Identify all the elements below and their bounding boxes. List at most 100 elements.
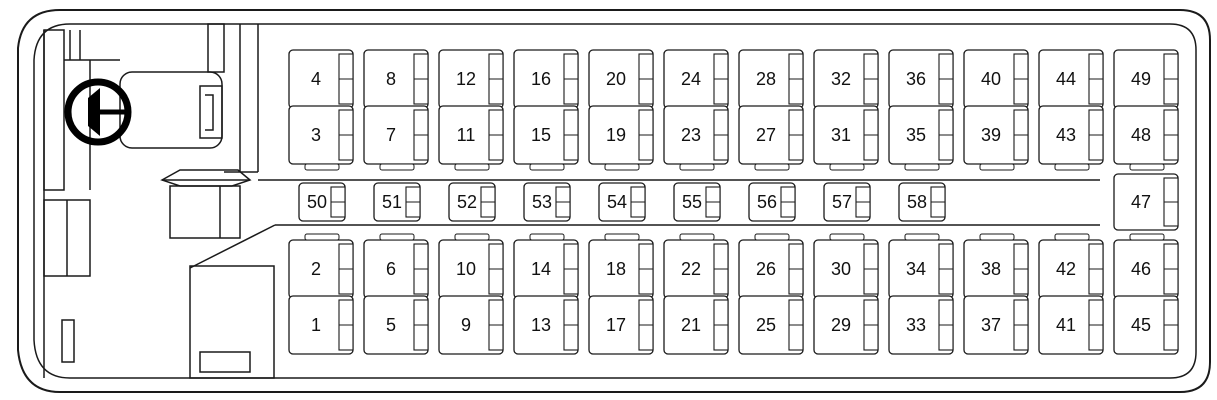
seat[interactable]: 37 — [963, 295, 1029, 355]
seat-armrest — [604, 233, 640, 241]
seat-number: 13 — [531, 315, 551, 335]
seat[interactable]: 22 — [663, 233, 729, 299]
seat[interactable]: 57 — [823, 182, 871, 222]
seat[interactable]: 34 — [888, 233, 954, 299]
seat-number: 40 — [981, 69, 1001, 89]
seat[interactable]: 54 — [598, 182, 646, 222]
seat[interactable]: 30 — [813, 233, 879, 299]
seat[interactable]: 1 — [288, 295, 354, 355]
seat[interactable]: 12 — [438, 49, 504, 109]
seat-armrest — [454, 163, 490, 171]
seat-number: 15 — [531, 125, 551, 145]
seat[interactable]: 15 — [513, 105, 579, 171]
seat-armrest — [304, 233, 340, 241]
seat[interactable]: 36 — [888, 49, 954, 109]
seat[interactable]: 31 — [813, 105, 879, 171]
seat-armrest — [529, 233, 565, 241]
seat-armrest — [754, 233, 790, 241]
seat-armrest — [379, 233, 415, 241]
seat-number: 29 — [831, 315, 851, 335]
seat[interactable]: 14 — [513, 233, 579, 299]
seat[interactable]: 9 — [438, 295, 504, 355]
seat[interactable]: 11 — [438, 105, 504, 171]
seat[interactable]: 42 — [1038, 233, 1104, 299]
seat[interactable]: 55 — [673, 182, 721, 222]
seat-number: 28 — [756, 69, 776, 89]
seat[interactable]: 53 — [523, 182, 571, 222]
seat[interactable]: 18 — [588, 233, 654, 299]
seat-number: 4 — [311, 69, 321, 89]
seat[interactable]: 56 — [748, 182, 796, 222]
seat[interactable]: 50 — [298, 182, 346, 222]
seat[interactable]: 6 — [363, 233, 429, 299]
seat-number: 36 — [906, 69, 926, 89]
seat-armrest — [1054, 233, 1090, 241]
seat[interactable]: 52 — [448, 182, 496, 222]
seat[interactable]: 44 — [1038, 49, 1104, 109]
seat-number: 21 — [681, 315, 701, 335]
seat[interactable]: 40 — [963, 49, 1029, 109]
seat[interactable]: 43 — [1038, 105, 1104, 171]
seat-number: 9 — [461, 315, 471, 335]
seat[interactable]: 7 — [363, 105, 429, 171]
seat-armrest — [829, 233, 865, 241]
seat[interactable]: 17 — [588, 295, 654, 355]
seat[interactable]: 28 — [738, 49, 804, 109]
seat[interactable]: 23 — [663, 105, 729, 171]
seat-armrest — [304, 163, 340, 171]
seat-number: 26 — [756, 259, 776, 279]
seat[interactable]: 21 — [663, 295, 729, 355]
seat-number: 24 — [681, 69, 701, 89]
seat-armrest — [754, 163, 790, 171]
seat-armrest — [679, 163, 715, 171]
seat[interactable]: 46 — [1113, 233, 1179, 299]
seat[interactable]: 16 — [513, 49, 579, 109]
seat[interactable]: 3 — [288, 105, 354, 171]
seat-number: 39 — [981, 125, 1001, 145]
seat-armrest — [979, 233, 1015, 241]
seat-armrest — [904, 163, 940, 171]
seat[interactable]: 51 — [373, 182, 421, 222]
seat-number: 3 — [311, 125, 321, 145]
seat-number: 31 — [831, 125, 851, 145]
seat[interactable]: 32 — [813, 49, 879, 109]
seat[interactable]: 48 — [1113, 105, 1179, 171]
seat[interactable]: 33 — [888, 295, 954, 355]
seat[interactable]: 8 — [363, 49, 429, 109]
seat[interactable]: 2 — [288, 233, 354, 299]
seat-number: 58 — [907, 192, 927, 212]
seat-number: 10 — [456, 259, 476, 279]
seat[interactable]: 13 — [513, 295, 579, 355]
bus-inner-body — [33, 23, 1197, 379]
seat-number: 8 — [386, 69, 396, 89]
seat[interactable]: 47 — [1113, 173, 1179, 231]
seat[interactable]: 58 — [898, 182, 946, 222]
seat-number: 14 — [531, 259, 551, 279]
seat-number: 30 — [831, 259, 851, 279]
seat[interactable]: 35 — [888, 105, 954, 171]
seat[interactable]: 26 — [738, 233, 804, 299]
seat[interactable]: 19 — [588, 105, 654, 171]
seat[interactable]: 38 — [963, 233, 1029, 299]
seat-number: 25 — [756, 315, 776, 335]
seat[interactable]: 27 — [738, 105, 804, 171]
seat[interactable]: 45 — [1113, 295, 1179, 355]
seat-number: 57 — [832, 192, 852, 212]
seat[interactable]: 39 — [963, 105, 1029, 171]
seat[interactable]: 49 — [1113, 49, 1179, 109]
seat[interactable]: 24 — [663, 49, 729, 109]
seat[interactable]: 4 — [288, 49, 354, 109]
seat-number: 11 — [457, 125, 476, 145]
seat-armrest — [979, 163, 1015, 171]
seat[interactable]: 10 — [438, 233, 504, 299]
seat[interactable]: 25 — [738, 295, 804, 355]
seat-armrest — [604, 163, 640, 171]
seat[interactable]: 41 — [1038, 295, 1104, 355]
seat-number: 32 — [831, 69, 851, 89]
seat-armrest — [454, 233, 490, 241]
seat-armrest — [1129, 163, 1165, 171]
seat-armrest — [379, 163, 415, 171]
seat[interactable]: 20 — [588, 49, 654, 109]
seat[interactable]: 5 — [363, 295, 429, 355]
seat[interactable]: 29 — [813, 295, 879, 355]
